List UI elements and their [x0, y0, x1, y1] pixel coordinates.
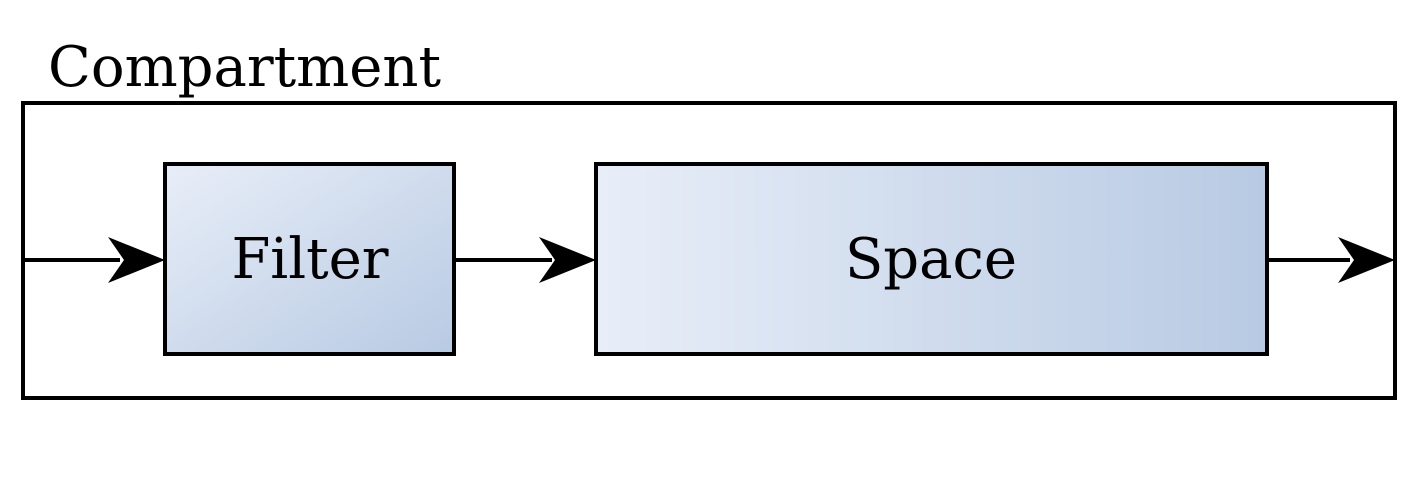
space-label: Space: [845, 227, 1017, 292]
compartment-title: Compartment: [48, 35, 441, 100]
filter-to-space-arrow: [454, 237, 596, 283]
compartment-box: [21, 101, 1397, 400]
output-arrow: [1267, 237, 1395, 283]
space-block: Space: [594, 162, 1269, 356]
filter-label: Filter: [231, 227, 388, 292]
filter-block: Filter: [163, 162, 456, 356]
input-arrow: [23, 237, 165, 283]
